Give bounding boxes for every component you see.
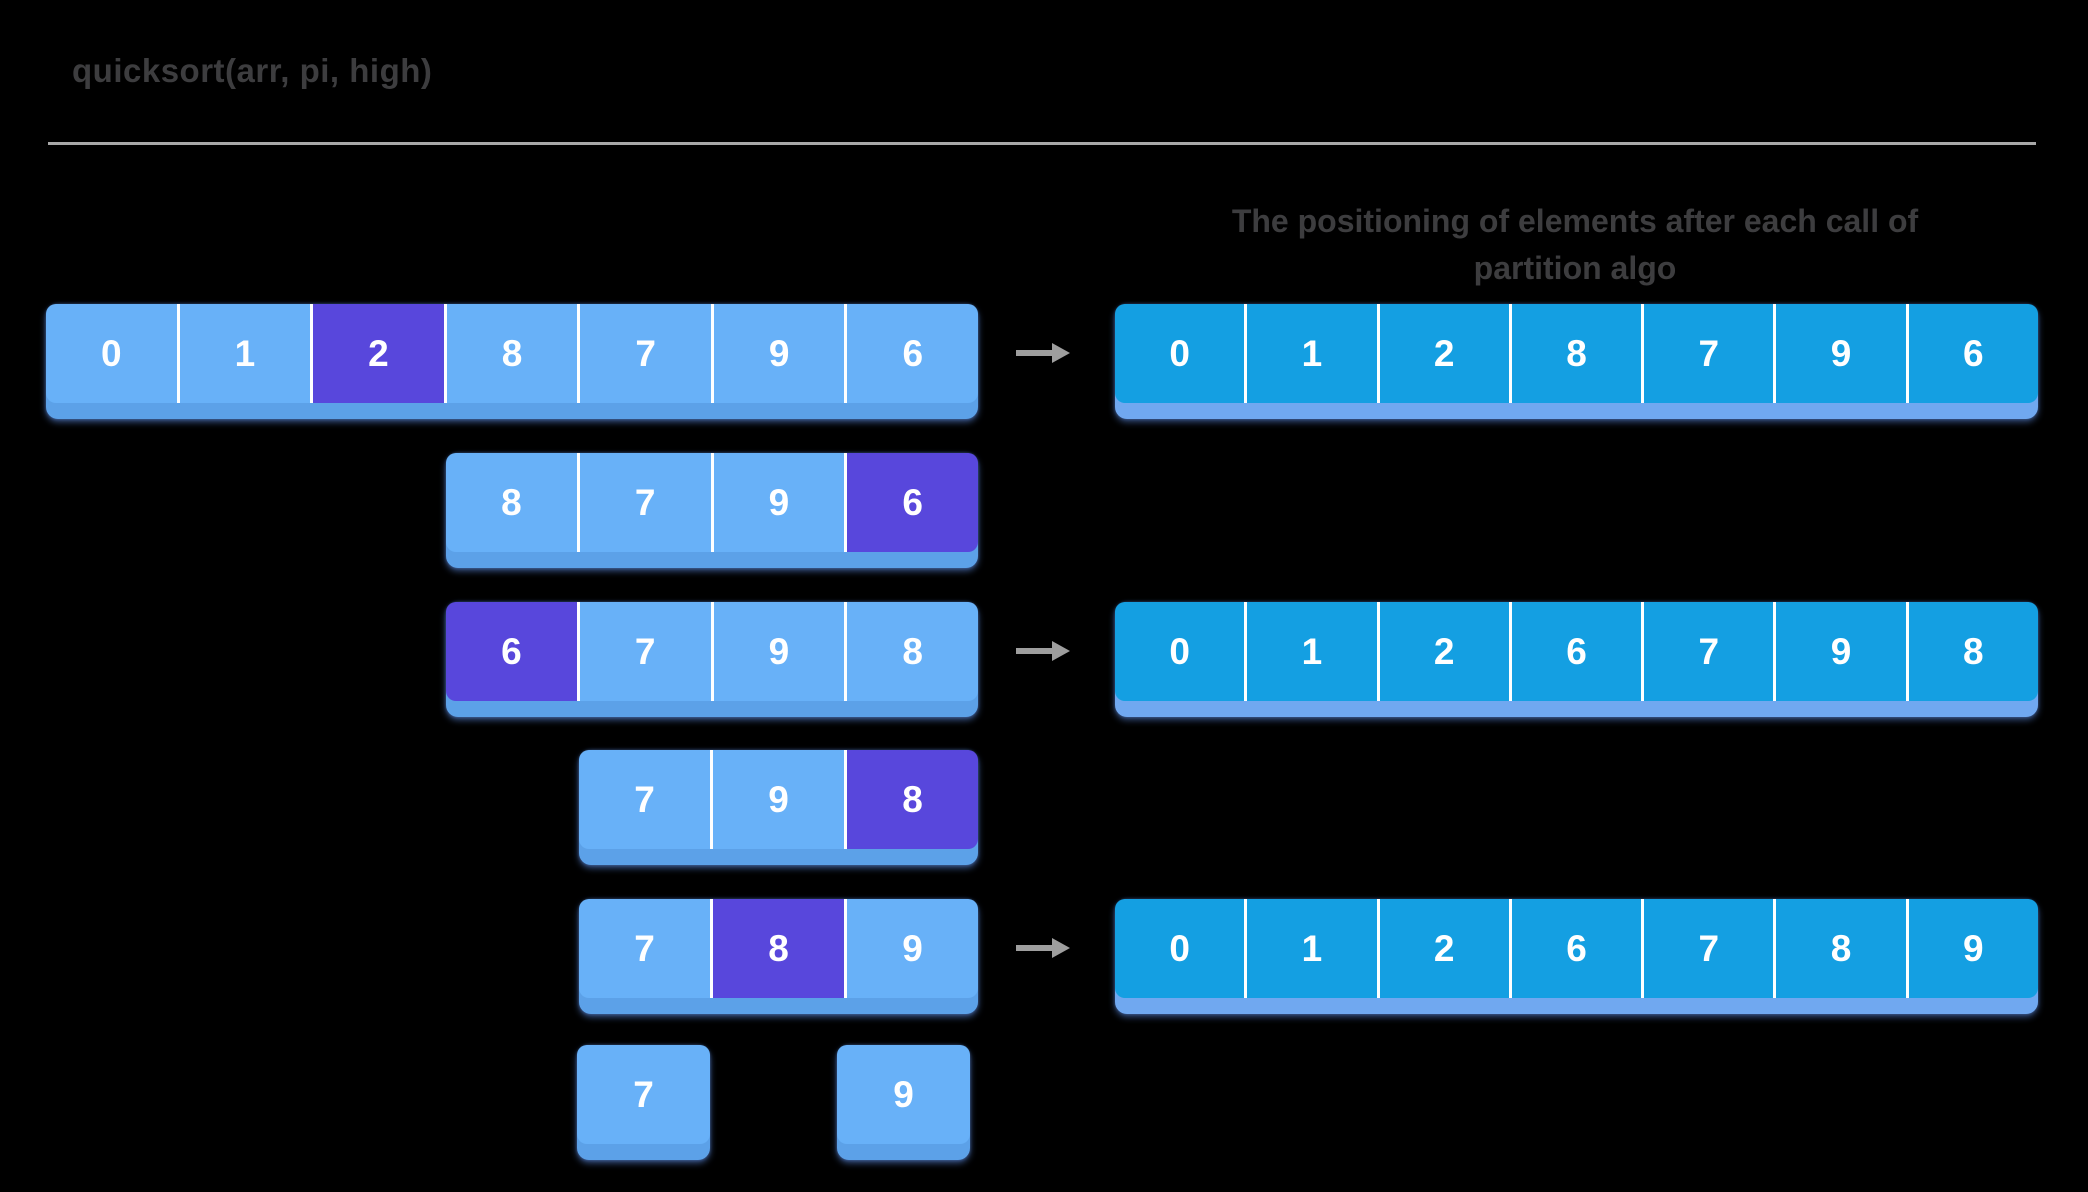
partition-caption-line2: partition algo (1473, 250, 1677, 286)
array-right-2: 0 1 2 6 7 9 8 (1115, 602, 2038, 717)
array-right-3: 0 1 2 6 7 8 9 (1115, 899, 2038, 1014)
right-arrow-icon (1014, 935, 1072, 961)
right-arrow-icon (1014, 638, 1072, 664)
array-cell-pivot: 8 (847, 750, 978, 849)
array-cell-pivot: 8 (713, 899, 847, 998)
right-arrow-icon (1014, 340, 1072, 366)
page-title: quicksort(arr, pi, high) (72, 52, 433, 89)
array-cell: 7 (579, 453, 714, 552)
array-cell-pivot: 2 (313, 304, 447, 403)
array-cell: 0 (1115, 899, 1248, 998)
array-cell: 9 (837, 1045, 970, 1144)
array-cell: 0 (46, 304, 180, 403)
array-cell: 9 (713, 602, 848, 701)
array-cell: 6 (1908, 304, 2038, 403)
array-cell-pivot: 6 (446, 602, 580, 701)
array-cell: 1 (1247, 602, 1380, 701)
array-left-6a: 7 (577, 1045, 710, 1160)
array-cell: 0 (1115, 602, 1248, 701)
array-right-1: 0 1 2 8 7 9 6 (1115, 304, 2038, 419)
array-cell: 2 (1379, 602, 1512, 701)
array-cell: 7 (580, 304, 714, 403)
array-cell: 6 (847, 304, 978, 403)
array-cell: 1 (1247, 304, 1380, 403)
array-cell: 7 (579, 602, 714, 701)
array-cell: 8 (1908, 602, 2038, 701)
partition-caption: The positioning of elements after each c… (1112, 198, 2038, 292)
array-left-4: 7 9 8 (579, 750, 978, 865)
array-cell: 2 (1379, 304, 1512, 403)
array-cell: 8 (1776, 899, 1909, 998)
array-cell-pivot: 6 (847, 453, 978, 552)
partition-caption-line1: The positioning of elements after each c… (1231, 203, 1919, 239)
array-left-2: 8 7 9 6 (446, 453, 978, 568)
array-cell: 9 (713, 750, 847, 849)
array-cell: 9 (713, 304, 848, 403)
array-cell: 9 (1776, 602, 1909, 701)
array-cell: 9 (1908, 899, 2038, 998)
array-cell: 7 (1644, 602, 1777, 701)
array-cell: 9 (847, 899, 978, 998)
array-cell: 8 (446, 453, 580, 552)
array-cell: 6 (1511, 899, 1645, 998)
array-cell: 7 (579, 750, 713, 849)
array-cell: 8 (446, 304, 581, 403)
array-left-5: 7 8 9 (579, 899, 978, 1014)
array-cell: 9 (713, 453, 848, 552)
array-left-1: 0 1 2 8 7 9 6 (46, 304, 978, 419)
array-cell: 9 (1776, 304, 1909, 403)
array-cell: 0 (1115, 304, 1248, 403)
array-cell: 2 (1379, 899, 1512, 998)
array-cell: 8 (847, 602, 978, 701)
array-cell: 6 (1511, 602, 1645, 701)
array-cell: 1 (1247, 899, 1380, 998)
header-divider-line (48, 142, 2036, 145)
array-cell: 7 (1644, 304, 1777, 403)
array-left-6b: 9 (837, 1045, 970, 1160)
array-cell: 7 (579, 899, 713, 998)
array-cell: 7 (577, 1045, 710, 1144)
array-cell: 8 (1511, 304, 1645, 403)
array-left-3: 6 7 9 8 (446, 602, 978, 717)
array-cell: 7 (1644, 899, 1777, 998)
array-cell: 1 (179, 304, 314, 403)
